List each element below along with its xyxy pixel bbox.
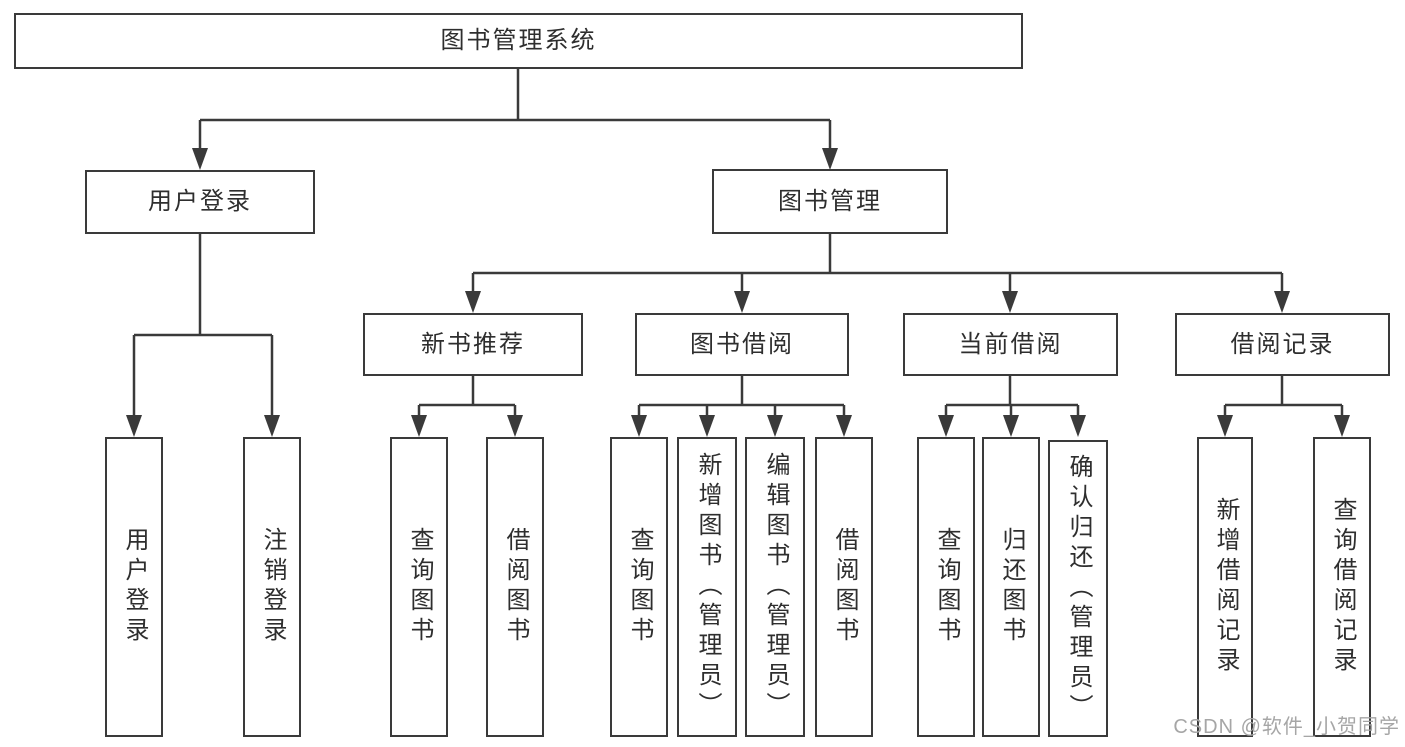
node-current-borrowing: 当前借阅 (903, 313, 1118, 376)
node-bb-borrow-books: 借阅图书 (815, 437, 873, 737)
node-bb-add-books-admin: 新增图书（管理员） (677, 437, 737, 737)
node-user-login: 用户登录 (85, 170, 315, 234)
node-cb-query-books: 查询图书 (917, 437, 975, 737)
node-borrowing-records: 借阅记录 (1175, 313, 1390, 376)
node-rec-query-books: 查询图书 (390, 437, 448, 737)
node-leaf-user-login: 用户登录 (105, 437, 163, 737)
node-rec-borrow-books: 借阅图书 (486, 437, 544, 737)
arrowheads (126, 148, 1350, 437)
node-cb-confirm-return-admin: 确认归还（管理员） (1048, 440, 1108, 737)
watermark: CSDN @软件_小贺同学 (1173, 716, 1400, 738)
node-br-query-record: 查询借阅记录 (1313, 437, 1371, 737)
tree-edges (132, 69, 1344, 423)
node-bb-query-books: 查询图书 (610, 437, 668, 737)
node-bb-edit-books-admin: 编辑图书（管理员） (745, 437, 805, 737)
node-cb-return-books: 归还图书 (982, 437, 1040, 737)
node-new-book-recommendation: 新书推荐 (363, 313, 583, 376)
node-library-management-system: 图书管理系统 (14, 13, 1023, 69)
node-br-add-record: 新增借阅记录 (1197, 437, 1253, 737)
node-book-borrowing: 图书借阅 (635, 313, 849, 376)
node-leaf-logout: 注销登录 (243, 437, 301, 737)
node-book-management: 图书管理 (712, 169, 948, 234)
